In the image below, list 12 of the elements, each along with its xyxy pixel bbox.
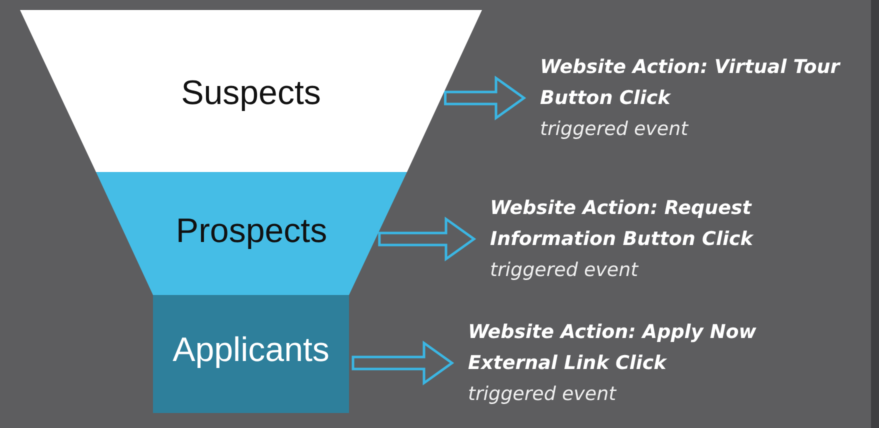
stage-label: Prospects: [174, 212, 328, 251]
stage-label: Suspects: [180, 74, 322, 113]
action-heading: Website Action: Request Information Button Click: [490, 196, 755, 252]
event-note: triggered event: [468, 382, 618, 407]
stage-label: Applicants: [172, 331, 330, 370]
event-note: triggered event: [540, 117, 690, 142]
action-heading: Website Action: Virtual Tour Button Click: [540, 55, 842, 111]
event-note: triggered event: [490, 258, 640, 283]
action-heading: Website Action: Apply Now External Link Click: [468, 320, 758, 376]
block-arrow: [444, 76, 526, 120]
block-arrow: [352, 340, 454, 386]
block-arrow: [378, 216, 476, 262]
